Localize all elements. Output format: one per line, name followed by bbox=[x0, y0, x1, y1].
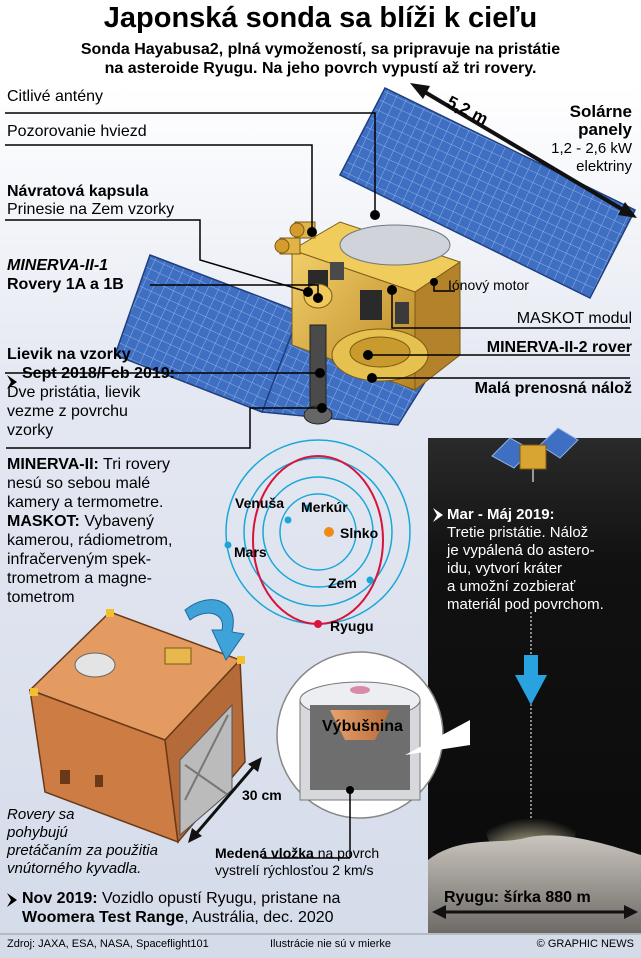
impact-line5: materiál pod povrchom. bbox=[447, 596, 604, 613]
label-return-capsule-desc: Prinesie na Zem vzorky bbox=[7, 201, 175, 218]
ryugu-marker bbox=[314, 620, 322, 628]
sun-marker bbox=[324, 527, 334, 537]
label-mascot-module: MASKOT modul bbox=[516, 310, 632, 327]
mascot-size: 30 cm bbox=[242, 787, 282, 803]
label-return-capsule-title: Návratová kapsula bbox=[7, 183, 149, 200]
info-minerva-line0: MINERVA-II: Tri rovery bbox=[7, 456, 170, 474]
leader-dots bbox=[303, 210, 438, 413]
label-ion-engine: Iónový motor bbox=[448, 277, 529, 293]
info-mascot-line5: tometrom bbox=[7, 589, 75, 606]
width-arrow bbox=[432, 905, 638, 919]
orbit-label-ryugu: Ryugu bbox=[330, 618, 374, 634]
subtitle-line-2: na asteroide Ryugu. Na jeho povrch vypus… bbox=[104, 60, 537, 77]
orbit-label-venus: Venuša bbox=[235, 495, 285, 511]
info-minerva-line3: kamery a termometre. bbox=[7, 494, 164, 511]
label-solar-title-2: panely bbox=[578, 120, 632, 139]
label-small-impactor: Malá prenosná nálož bbox=[474, 380, 632, 397]
page-subtitle: Sonda Hayabusa2, plná vymožeností, sa pr… bbox=[20, 40, 621, 78]
footer-credit: © GRAPHIC NEWS bbox=[536, 938, 634, 950]
departure-line1-rest: Vozidlo opustí Ryugu, pristane na bbox=[97, 890, 341, 907]
charge-copper-title: Medená vložka bbox=[215, 845, 314, 861]
bullet-markers bbox=[7, 375, 17, 907]
label-antennas: Citlivé antény bbox=[7, 88, 104, 105]
info-minerva-title: MINERVA-II: bbox=[7, 456, 99, 473]
departure-site: Woomera Test Range bbox=[22, 909, 185, 926]
ryugu-asteroid bbox=[428, 835, 641, 933]
impact-date: Mar - Máj 2019: bbox=[447, 506, 555, 523]
footer-note: Ilustrácie nie sú v mierke bbox=[270, 938, 392, 950]
page-title: Japonská sonda sa blíži k cieľu bbox=[103, 2, 538, 34]
charge-copper-line1-rest: na povrch bbox=[313, 845, 380, 861]
departure-date: Nov 2019: bbox=[22, 890, 98, 907]
span-arrow bbox=[410, 83, 637, 218]
label-minerva1-title: MINERVA-II-1 bbox=[7, 257, 109, 274]
callout-pointer bbox=[405, 720, 470, 755]
impact-line3: idu, vytvorí kráter bbox=[447, 560, 563, 577]
info-mascot-line4: trometrom a magne- bbox=[7, 570, 152, 587]
label-sampler-date: Sept 2018/Feb 2019: bbox=[22, 365, 175, 382]
label-solar-power-1: 1,2 - 2,6 kW bbox=[551, 140, 632, 157]
impact-line4: a umožní zozbierať bbox=[447, 578, 576, 595]
hayabusa-small bbox=[491, 427, 579, 482]
impact-line2: je vypálená do astero- bbox=[447, 542, 595, 559]
impact-line1: Tretie pristátie. Nálož bbox=[447, 524, 589, 541]
orbit-label-mars: Mars bbox=[234, 544, 267, 560]
rotate-arrow-icon bbox=[184, 599, 245, 662]
mercury-marker bbox=[304, 504, 312, 512]
info-minerva-line1: Tri rovery bbox=[98, 456, 170, 473]
info-mascot-line2: kamerou, rádiometrom, bbox=[7, 532, 173, 549]
info-mascot-line0: MASKOT: Vybavený bbox=[7, 513, 154, 531]
mascot-lander bbox=[28, 609, 246, 844]
charge-copper-line2: vystrelí rýchlosťou 2 km/s bbox=[215, 862, 374, 878]
label-solar-power-2: elektriny bbox=[576, 158, 632, 175]
charge-explosive: Výbušnina bbox=[322, 718, 403, 735]
info-mascot-line1: Vybavený bbox=[79, 513, 155, 530]
orbit-label-sun: Slnko bbox=[340, 525, 379, 541]
label-sampler-line3: vzorky bbox=[7, 422, 54, 439]
orbit-label-mercury: Merkúr bbox=[301, 499, 348, 515]
mascot-caption-2: pohybujú bbox=[7, 824, 68, 841]
departure-line2: Woomera Test Range, Austrália, dec. 2020 bbox=[22, 909, 334, 927]
departure-line1: Nov 2019: Vozidlo opustí Ryugu, pristane… bbox=[22, 890, 340, 908]
shaped-charge bbox=[262, 651, 444, 859]
label-sampler-line2: vezme z povrchu bbox=[7, 403, 128, 420]
mars-marker bbox=[224, 541, 232, 549]
mascot-caption-1: Rovery sa bbox=[7, 806, 75, 823]
label-sampler-title: Lievik na vzorky bbox=[7, 346, 131, 363]
info-mascot-title: MASKOT: bbox=[7, 513, 80, 530]
ryugu-width: Ryugu: šírka 880 m bbox=[444, 889, 591, 906]
label-minerva1-desc: Rovery 1A a 1B bbox=[7, 276, 124, 293]
subtitle-line-1: Sonda Hayabusa2, plná vymožeností, sa pr… bbox=[80, 41, 561, 58]
label-sampler-line1: Dve pristátia, lievik bbox=[7, 384, 141, 401]
mascot-caption-3: pretáčaním za použitia bbox=[7, 842, 158, 859]
mascot-caption-4: vnútorného kyvadla. bbox=[7, 860, 142, 877]
info-mascot-line3: infračerveným spek- bbox=[7, 551, 152, 568]
footer-source: Zdroj: JAXA, ESA, NASA, Spaceflight101 bbox=[7, 938, 209, 950]
label-star-tracking: Pozorovanie hviezd bbox=[7, 123, 147, 140]
earth-marker bbox=[366, 576, 374, 584]
bullet-marker-white bbox=[433, 508, 443, 522]
orbit-diagram bbox=[224, 439, 411, 628]
leader-lines bbox=[5, 112, 630, 449]
info-minerva-line2: nesú so sebou malé bbox=[7, 475, 151, 492]
label-solar-title-1: Solárne bbox=[569, 102, 632, 121]
size-arrow bbox=[188, 757, 262, 843]
label-minerva2-rover: MINERVA-II-2 rover bbox=[486, 339, 632, 356]
departure-line2-rest: , Austrália, dec. 2020 bbox=[184, 909, 334, 926]
charge-copper-line1: Medená vložka na povrch bbox=[215, 844, 379, 862]
orbit-label-earth: Zem bbox=[328, 575, 357, 591]
venus-marker bbox=[284, 516, 292, 524]
impact-beam bbox=[486, 612, 576, 860]
